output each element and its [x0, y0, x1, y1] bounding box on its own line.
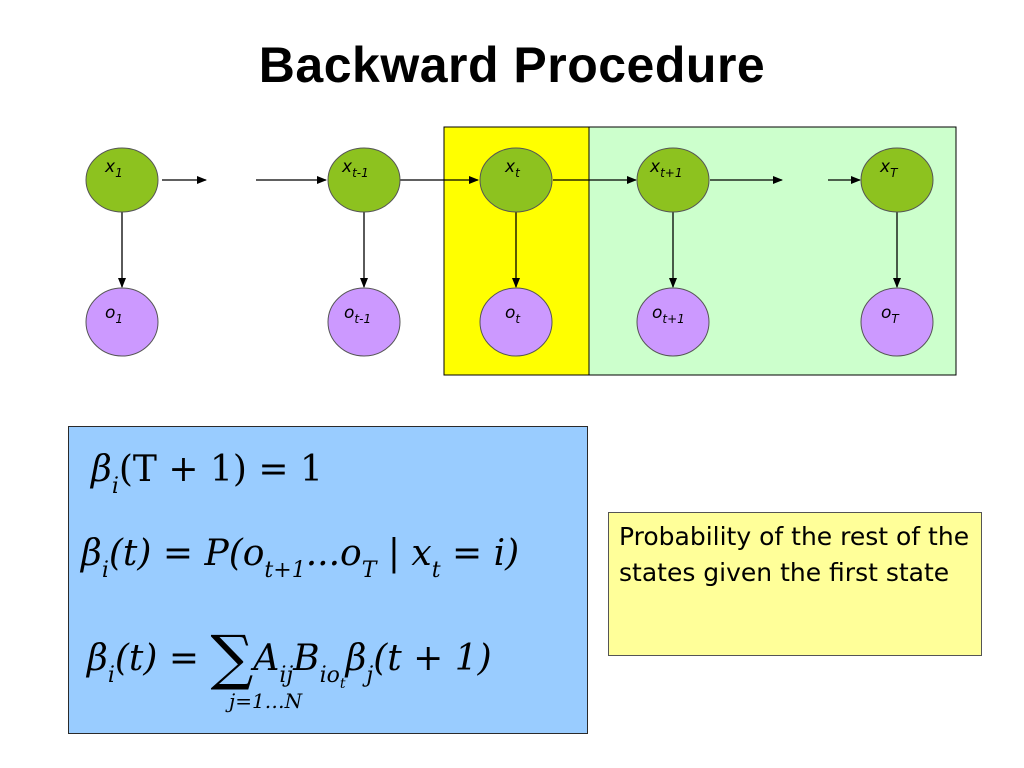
hidden-node-xt: xt	[479, 147, 553, 213]
formula-recursion: βi(t) = ∑AijBiotβj(t + 1)	[87, 623, 492, 693]
observed-node-ot-plus-1: ot+1	[636, 287, 710, 357]
hidden-node-xt-plus-1: xt+1	[636, 147, 710, 213]
observed-node-o1: o1	[85, 287, 159, 357]
hidden-node-xt-minus-1: xt-1	[327, 147, 401, 213]
hidden-node-xT: xT	[860, 147, 934, 213]
formula-panel: βi(T + 1) = 1 βi(t) = P(ot+1...oT | xt =…	[68, 426, 588, 734]
observed-node-ot: ot	[479, 287, 553, 357]
svg-text:ot+1: ot+1	[652, 303, 685, 326]
svg-text:xt+1: xt+1	[649, 157, 682, 180]
svg-text:xT: xT	[879, 157, 899, 180]
hmm-diagram: x1 xt-1 xt xt+1 xT o1 ot-1 ot ot+1 oT	[85, 126, 957, 376]
svg-text:o1: o1	[105, 303, 123, 326]
slide-title: Backward Procedure	[258, 37, 766, 93]
explanation-note: Probability of the rest of the states gi…	[608, 512, 982, 656]
svg-text:ot-1: ot-1	[344, 303, 371, 326]
formula-base-case: βi(T + 1) = 1	[91, 449, 323, 499]
observed-node-ot-minus-1: ot-1	[327, 287, 401, 357]
svg-text:x1: x1	[104, 157, 123, 180]
svg-text:xt: xt	[504, 157, 521, 180]
formula-definition: βi(t) = P(ot+1...oT | xt = i)	[81, 533, 520, 583]
summation-limits: j=1…N	[229, 689, 303, 713]
svg-text:xt-1: xt-1	[341, 157, 369, 180]
svg-text:ot: ot	[505, 303, 521, 326]
hidden-node-x1: x1	[85, 147, 159, 213]
observed-node-oT: oT	[860, 287, 934, 357]
svg-text:oT: oT	[881, 303, 900, 326]
